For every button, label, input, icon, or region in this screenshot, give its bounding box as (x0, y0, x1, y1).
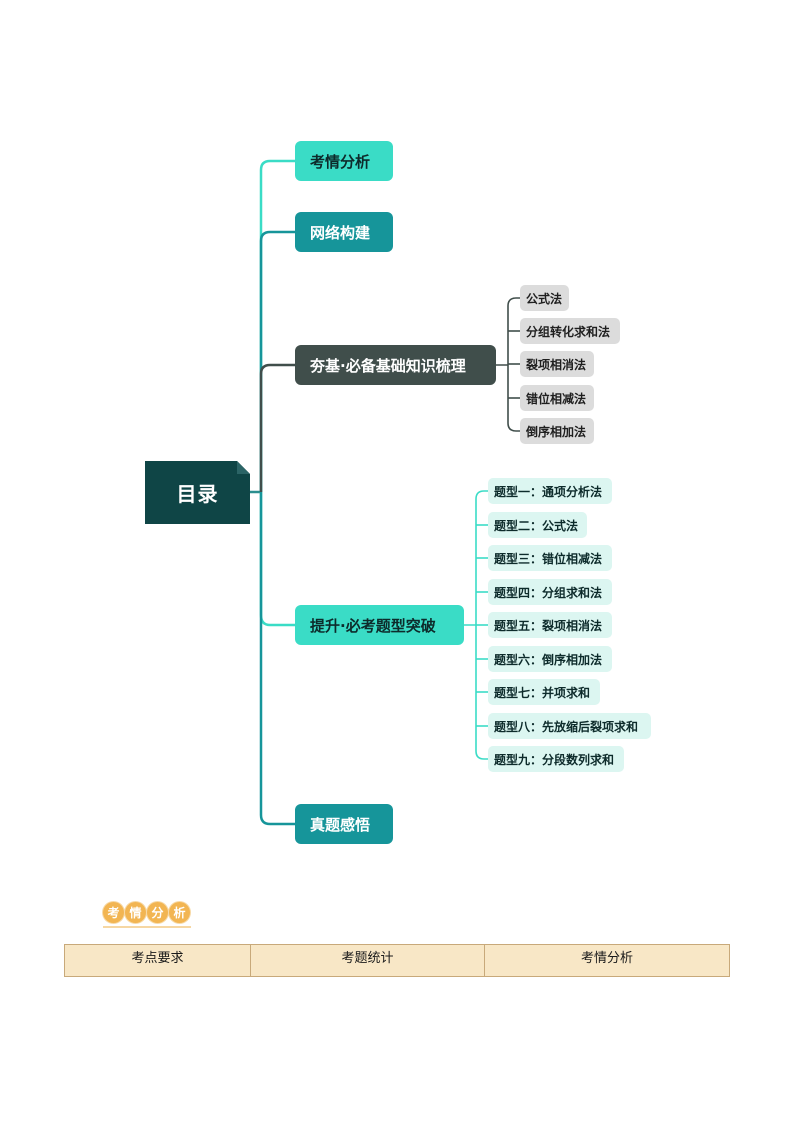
badge-underline (103, 926, 191, 928)
question-type-item[interactable]: 题型八：先放缩后裂项求和 (488, 713, 651, 739)
mindmap-root-node[interactable]: 目录 (145, 461, 250, 524)
mindmap-connectors (250, 159, 520, 826)
main-node-tisheng[interactable]: 提升·必考题型突破 (295, 605, 464, 645)
connector-hangji (259, 363, 296, 492)
connector-basics-trunk (496, 297, 520, 432)
question-type-item[interactable]: 题型一：通项分析法 (488, 478, 612, 504)
connector-types-trunk (464, 490, 488, 760)
table-header-cell: 考点要求 (64, 944, 251, 977)
root-label: 目录 (176, 482, 219, 506)
main-node-zhenti[interactable]: 真题感悟 (295, 804, 393, 844)
badge-char: 情 (125, 902, 146, 923)
question-type-item[interactable]: 题型五：裂项相消法 (488, 612, 612, 638)
section-badge-kaoqing: 考 情 分 析 (103, 902, 190, 923)
question-type-item[interactable]: 题型四：分组求和法 (488, 579, 612, 605)
badge-char: 分 (147, 902, 168, 923)
connector-wangluo (259, 230, 296, 492)
badge-char: 析 (169, 902, 190, 923)
question-type-item[interactable]: 题型二：公式法 (488, 512, 587, 538)
connector-zhenti (259, 492, 296, 826)
question-type-item[interactable]: 题型六：倒序相加法 (488, 646, 612, 672)
table-header-cell: 考情分析 (484, 944, 730, 977)
exam-analysis-table: 考点要求 考题统计 考情分析 (64, 944, 730, 977)
main-node-wangluo[interactable]: 网络构建 (295, 212, 393, 252)
basics-item[interactable]: 裂项相消法 (520, 351, 594, 377)
question-type-item[interactable]: 题型三：错位相减法 (488, 545, 612, 571)
page-corner-fold-shadow (237, 461, 250, 474)
badge-char: 考 (103, 902, 124, 923)
basics-item[interactable]: 倒序相加法 (520, 418, 594, 444)
table-header-row: 考点要求 考题统计 考情分析 (64, 944, 730, 977)
basics-item[interactable]: 分组转化求和法 (520, 318, 620, 344)
connector-tisheng (259, 492, 296, 627)
question-type-item[interactable]: 题型七：并项求和 (488, 679, 600, 705)
basics-item[interactable]: 公式法 (520, 285, 569, 311)
main-node-kaoqing[interactable]: 考情分析 (295, 141, 393, 181)
connector-kaoqing (259, 159, 296, 492)
table-header-cell: 考题统计 (250, 944, 485, 977)
question-type-item[interactable]: 题型九：分段数列求和 (488, 746, 624, 772)
basics-item[interactable]: 错位相减法 (520, 385, 594, 411)
main-node-hangji[interactable]: 夯基·必备基础知识梳理 (295, 345, 496, 385)
